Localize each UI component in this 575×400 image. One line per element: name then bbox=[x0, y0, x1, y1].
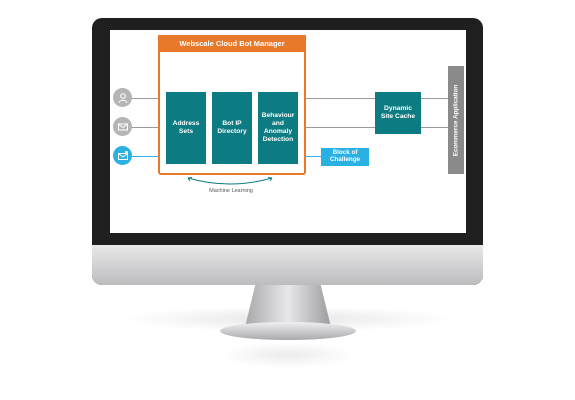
monitor-stand bbox=[245, 285, 331, 327]
users-icon bbox=[118, 92, 127, 103]
mail-icon bbox=[117, 123, 128, 130]
base-reflection bbox=[220, 342, 356, 368]
behaviour-anomaly-box: Behaviour and Anomaly Detection bbox=[258, 92, 298, 164]
bot-mail-icon bbox=[117, 150, 128, 160]
dynamic-site-cache-box: Dynamic Site Cache bbox=[375, 92, 421, 134]
bot-ip-directory-box: Bot IP Directory bbox=[212, 92, 252, 164]
source-mail bbox=[113, 117, 132, 136]
address-sets-box: Address Sets bbox=[166, 92, 206, 164]
bot-manager-title: Webscale Cloud Bot Manager bbox=[158, 35, 306, 52]
block-of-challenge-box: Block of Challenge bbox=[321, 148, 369, 166]
monitor-base bbox=[220, 322, 356, 340]
machine-learning-label: Machine Learning bbox=[209, 188, 253, 194]
monitor-chin bbox=[92, 245, 483, 285]
source-users bbox=[113, 88, 132, 107]
machine-learning-arrow-icon bbox=[187, 177, 273, 185]
ecommerce-application-bar: Ecommerce Application bbox=[448, 66, 464, 174]
source-bot bbox=[113, 146, 132, 165]
